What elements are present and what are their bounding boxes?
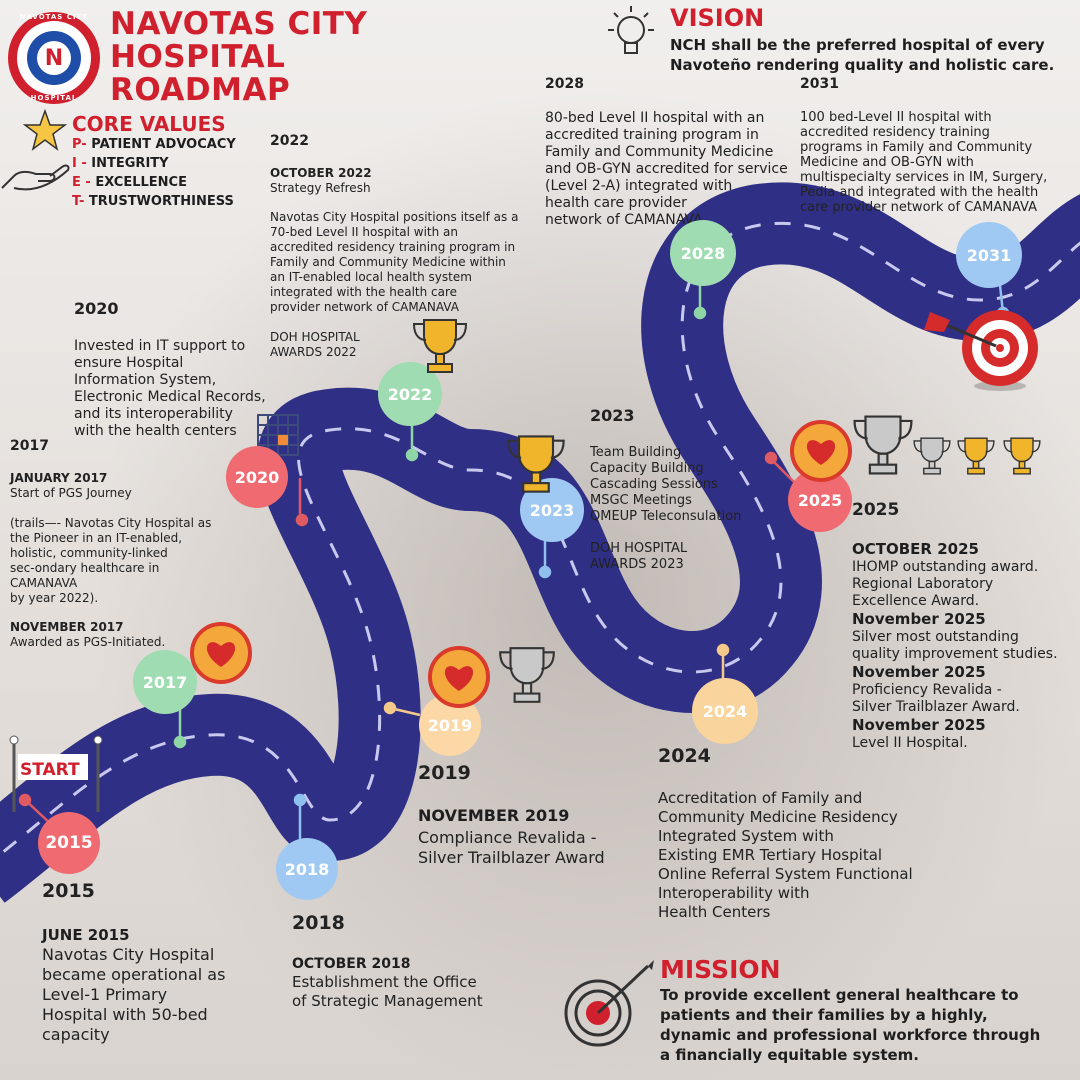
- trophy-icon: [954, 434, 998, 482]
- year-2028-heading: 2028: [545, 76, 584, 92]
- core-value-item: T- TRUSTWORTHINESS: [72, 194, 234, 209]
- hand-icon: [0, 148, 72, 194]
- year-2022-subtitle: Strategy Refresh: [270, 181, 371, 195]
- year-2017-month-2: NOVEMBER 2017: [10, 620, 124, 634]
- target-icon: [960, 306, 1042, 396]
- milestone-circle-2024[interactable]: 2024: [692, 678, 758, 744]
- trophy-icon: [1000, 434, 1044, 482]
- year-2017-month: JANUARY 2017: [10, 471, 108, 485]
- year-2023-heading: 2023: [590, 406, 635, 425]
- year-2022-month: OCTOBER 2022: [270, 166, 372, 180]
- core-values-list: P- PATIENT ADVOCACY I - INTEGRITY E - EX…: [72, 135, 236, 211]
- milestone-circle-2018[interactable]: 2018: [276, 838, 338, 900]
- heart-badge-icon: [190, 622, 252, 684]
- logo-text-bottom: HOSPITAL: [30, 94, 78, 102]
- year-2020-heading: 2020: [74, 299, 119, 318]
- mission-heading: MISSION: [660, 955, 781, 984]
- lightbulb-icon: [600, 2, 662, 64]
- core-value-item: P- PATIENT ADVOCACY: [72, 137, 236, 152]
- target-icon: [556, 958, 656, 1052]
- year-2025-text: OCTOBER 2025 IHOMP outstanding award.Reg…: [852, 540, 1058, 751]
- milestone-circle-2031[interactable]: 2031: [956, 222, 1022, 288]
- year-2017-subtitle: Start of PGS Journey: [10, 486, 132, 500]
- vision-heading: VISION: [670, 4, 765, 32]
- hospital-logo: N NAVOTAS CITY HOSPITAL: [8, 12, 100, 104]
- mission-text: To provide excellent general healthcare …: [660, 986, 1041, 1064]
- year-2018-heading: 2018: [292, 912, 345, 934]
- vision-text: NCH shall be the preferred hospital of e…: [670, 36, 1055, 74]
- star-icon: [22, 108, 68, 154]
- milestone-circle-2020[interactable]: 2020: [226, 446, 288, 508]
- milestone-circle-2015[interactable]: 2015: [38, 812, 100, 874]
- year-2015-heading: 2015: [42, 880, 95, 902]
- trophy-icon: [494, 642, 560, 712]
- dart-icon: [920, 304, 1000, 356]
- year-2018-month: OCTOBER 2018: [292, 956, 411, 972]
- title-line-1: NAVOTAS CITY: [110, 6, 368, 42]
- core-value-item: I - INTEGRITY: [72, 156, 169, 171]
- year-2019-heading: 2019: [418, 762, 471, 784]
- trophy-icon: [408, 314, 472, 382]
- logo-text-top: NAVOTAS CITY: [19, 13, 89, 21]
- trophy-icon: [910, 434, 954, 482]
- year-2022-text: Navotas City Hospital positions itself a…: [270, 210, 519, 359]
- trophy-icon: [502, 430, 570, 502]
- milestone-circle-2025[interactable]: 2025: [788, 468, 852, 532]
- year-2019-month: NOVEMBER 2019: [418, 806, 570, 825]
- core-values-heading: CORE VALUES: [72, 112, 226, 136]
- core-value-item: E - EXCELLENCE: [72, 175, 187, 190]
- trophy-icon: [848, 410, 918, 484]
- heart-badge-icon: [790, 420, 852, 482]
- year-2015-month: JUNE 2015: [42, 926, 130, 944]
- start-label: START: [20, 760, 80, 780]
- title-line-2: HOSPITAL: [110, 39, 286, 75]
- year-2017-heading: 2017: [10, 438, 49, 454]
- year-2022-heading: 2022: [270, 133, 309, 149]
- milestone-circle-2022[interactable]: 2022: [378, 362, 442, 426]
- milestone-circle-2028[interactable]: 2028: [670, 220, 736, 286]
- title-line-3: ROADMAP: [110, 72, 291, 108]
- year-2019-text: Compliance Revalida -Silver Trailblazer …: [418, 828, 605, 867]
- page-title: NAVOTAS CITY HOSPITAL ROADMAP: [110, 8, 367, 107]
- heart-badge-icon: [428, 646, 490, 708]
- year-2024-heading: 2024: [658, 745, 711, 767]
- year-2025-heading: 2025: [852, 500, 900, 520]
- year-2017-award: Awarded as PGS-Initiated.: [10, 635, 166, 649]
- finish-gate-icon: [4, 734, 108, 818]
- milestone-circle-2017[interactable]: 2017: [133, 650, 197, 714]
- year-2031-heading: 2031: [800, 76, 839, 92]
